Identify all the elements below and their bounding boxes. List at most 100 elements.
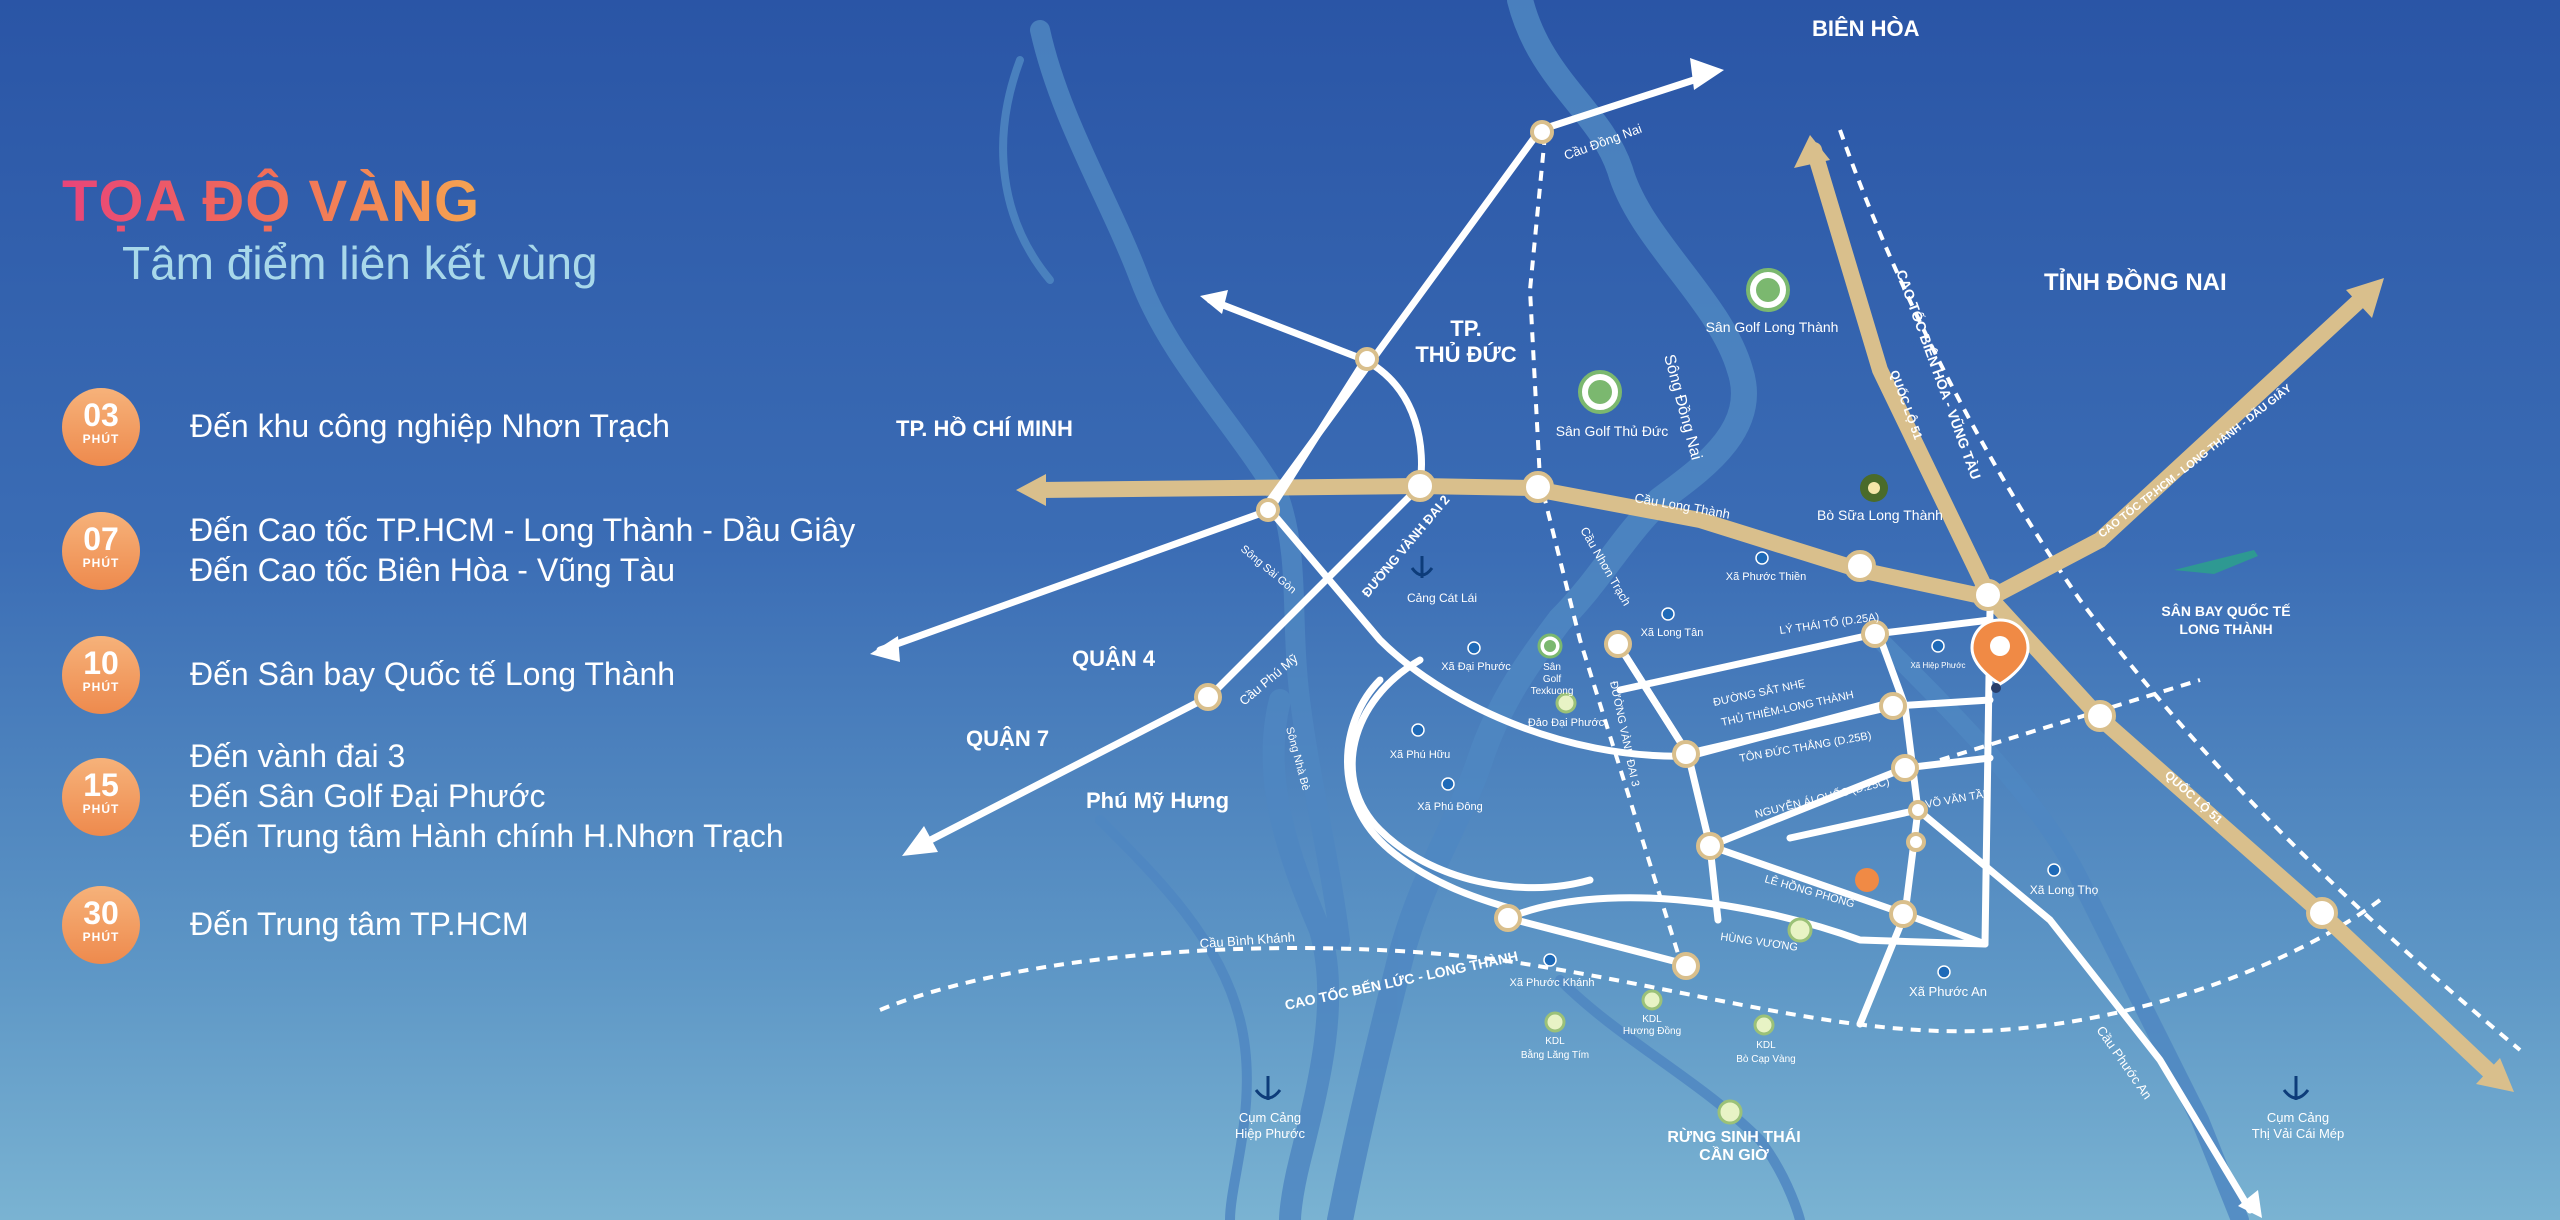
place-cang-cat-lai: Cảng Cát Lái [1407,591,1477,605]
list-item: 10 PHÚT Đến Sân bay Quốc tế Long Thành [62,636,862,716]
arrow-northeast [2346,278,2384,318]
region-quan-7: QUẬN 7 [966,726,1049,751]
secondary-roads [876,74,2254,1214]
road-label-bien-hoa-vung-tau: CAO TỐC BIÊN HÒA - VŨNG TÀU [1893,267,1985,481]
item-line: Đến Trung tâm Hành chính H.Nhơn Trạch [190,818,784,854]
list-item: 30 PHÚT Đến Trung tâm TP.HCM [62,886,862,966]
region-thu-duc-line1: TP. [1450,316,1481,341]
minutes-value: 10 [83,645,119,681]
dashed-routes [879,129,2522,1052]
eco-icon [1555,692,1577,714]
minutes-unit: PHÚT [82,556,120,570]
item-line: Đến Sân bay Quốc tế Long Thành [190,656,676,692]
minutes-badge: 10 PHÚT [62,636,140,714]
junction-node [1861,620,1889,648]
junction-node [1889,900,1917,928]
region-bien-hoa: BIÊN HÒA [1812,16,1920,41]
road-label-hung-vuong: HÙNG VƯƠNG [1720,930,1799,954]
item-line: Đến vành đai 3 [190,738,406,774]
arrow-phuoc-an [2238,1190,2262,1218]
minutes-value: 15 [83,767,119,803]
place-kdl-bl-2: Bằng Lăng Tím [1521,1048,1589,1061]
region-phu-my-hung: Phú Mỹ Hưng [1086,788,1229,813]
location-pin-icon [1441,777,1455,791]
ring-road-3 [1527,134,1682,961]
junction-node [2306,897,2338,929]
location-pin-icon [1467,641,1481,655]
road-label-vo-van-tan: VÕ VĂN TẦN [1924,787,1992,811]
arrow-southeast [2476,1058,2514,1092]
anchor-icon [2282,1076,2310,1100]
junction-node [1906,832,1926,852]
light-rail [1939,678,2201,762]
bridge-phuoc-an: Cầu Phước An [2094,1023,2156,1102]
item-line: Đến Trung tâm TP.HCM [190,906,529,942]
junction-node [1256,498,1280,522]
place-kdl-bc-2: Bò Cạp Vàng [1736,1054,1796,1065]
junction-node [1355,347,1379,371]
page-title: TỌA ĐỘ VÀNG [62,169,481,234]
region-dong-nai: TỈNH ĐỒNG NAI [2044,267,2227,296]
minutes-badge: 30 PHÚT [62,886,140,964]
golf-icon [1537,633,1563,659]
road-hung-vuong [1504,894,1989,948]
river-label-dong-nai: Sông Đồng Nai [1660,353,1705,462]
airport-icon [2174,550,2258,574]
junction-node [1696,832,1724,860]
road-label-vanh-dai-2: ĐƯỜNG VÀNH ĐAI 2 [1359,492,1453,600]
minutes-unit: PHÚT [82,802,120,816]
place-golf-thu-duc: Sân Golf Thủ Đức [1556,423,1669,439]
anchor-icon [1410,556,1434,578]
item-text: Đến Cao tốc TP.HCM - Long Thành - Dầu Gi… [190,510,855,590]
orange-icon [1855,868,1879,892]
minutes-badge: 15 PHÚT [62,758,140,836]
item-line: Đến Cao tốc Biên Hòa - Vũng Tàu [190,552,676,588]
project-pin-icon [1970,618,2030,693]
junction-node [1891,754,1919,782]
place-golf-tex-2: Golf [1543,674,1562,685]
location-pin-icon [1931,639,1945,653]
place-golf-tex-1: Sân [1543,662,1561,673]
item-line: Đến Sân Golf Đại Phước [190,778,546,814]
railway-right [1838,129,2522,1052]
minutes-badge: 07 PHÚT [62,512,140,590]
road-le-hong-phong [1706,842,1989,948]
list-item: 03 PHÚT Đến khu công nghiệp Nhơn Trạch [62,388,862,468]
place-cang-hp-2: Hiệp Phước [1235,1126,1305,1141]
minutes-unit: PHÚT [82,680,120,694]
location-pin-icon [1411,723,1425,737]
place-phu-dong: Xã Phú Đông [1417,801,1482,813]
bridge-binh-khanh: Cầu Bình Khánh [1199,929,1295,951]
minutes-value: 07 [83,521,119,557]
road-vanh-dai-2 [1266,506,1904,760]
list-item: 07 PHÚT Đến Cao tốc TP.HCM - Long Thành … [62,512,862,592]
place-phuoc-an: Xã Phước An [1909,984,1987,999]
eco-icons [1544,692,1813,1125]
arrow-quan-7 [902,826,938,856]
item-text: Đến Trung tâm TP.HCM [190,904,529,944]
eco-icon [1787,917,1813,943]
junction-node [1604,630,1632,658]
place-phu-huu: Xã Phú Hữu [1390,749,1451,761]
location-pin-icon [1661,607,1675,621]
eco-icon [1641,989,1663,1011]
junction-node [2084,700,2116,732]
place-golf-tex-3: Texkuong [1531,686,1574,697]
junction-node [1530,120,1554,144]
road-label-vanh-dai-3: ĐƯỜNG VÀNH ĐAI 3 [1607,680,1642,788]
location-pin-icon [1937,965,1951,979]
golf-icon [1746,268,1790,312]
location-pin-icon [1543,953,1557,967]
place-hiep-phuoc: Xã Hiệp Phước [1910,661,1965,670]
junction-node [1404,470,1436,502]
place-cang-tv-1: Cụm Cảng [2267,1110,2329,1125]
junction-node [1672,740,1700,768]
road-long-tan [1614,640,1692,758]
place-golf-long-thanh: Sân Golf Long Thành [1706,319,1839,335]
can-gio-line2: CẦN GIỜ [1699,1145,1769,1164]
minutes-value: 30 [83,895,119,931]
arrow-north [1794,135,1830,168]
arrow-bien-hoa [1690,58,1724,90]
anchor-icons [1254,556,2310,1100]
